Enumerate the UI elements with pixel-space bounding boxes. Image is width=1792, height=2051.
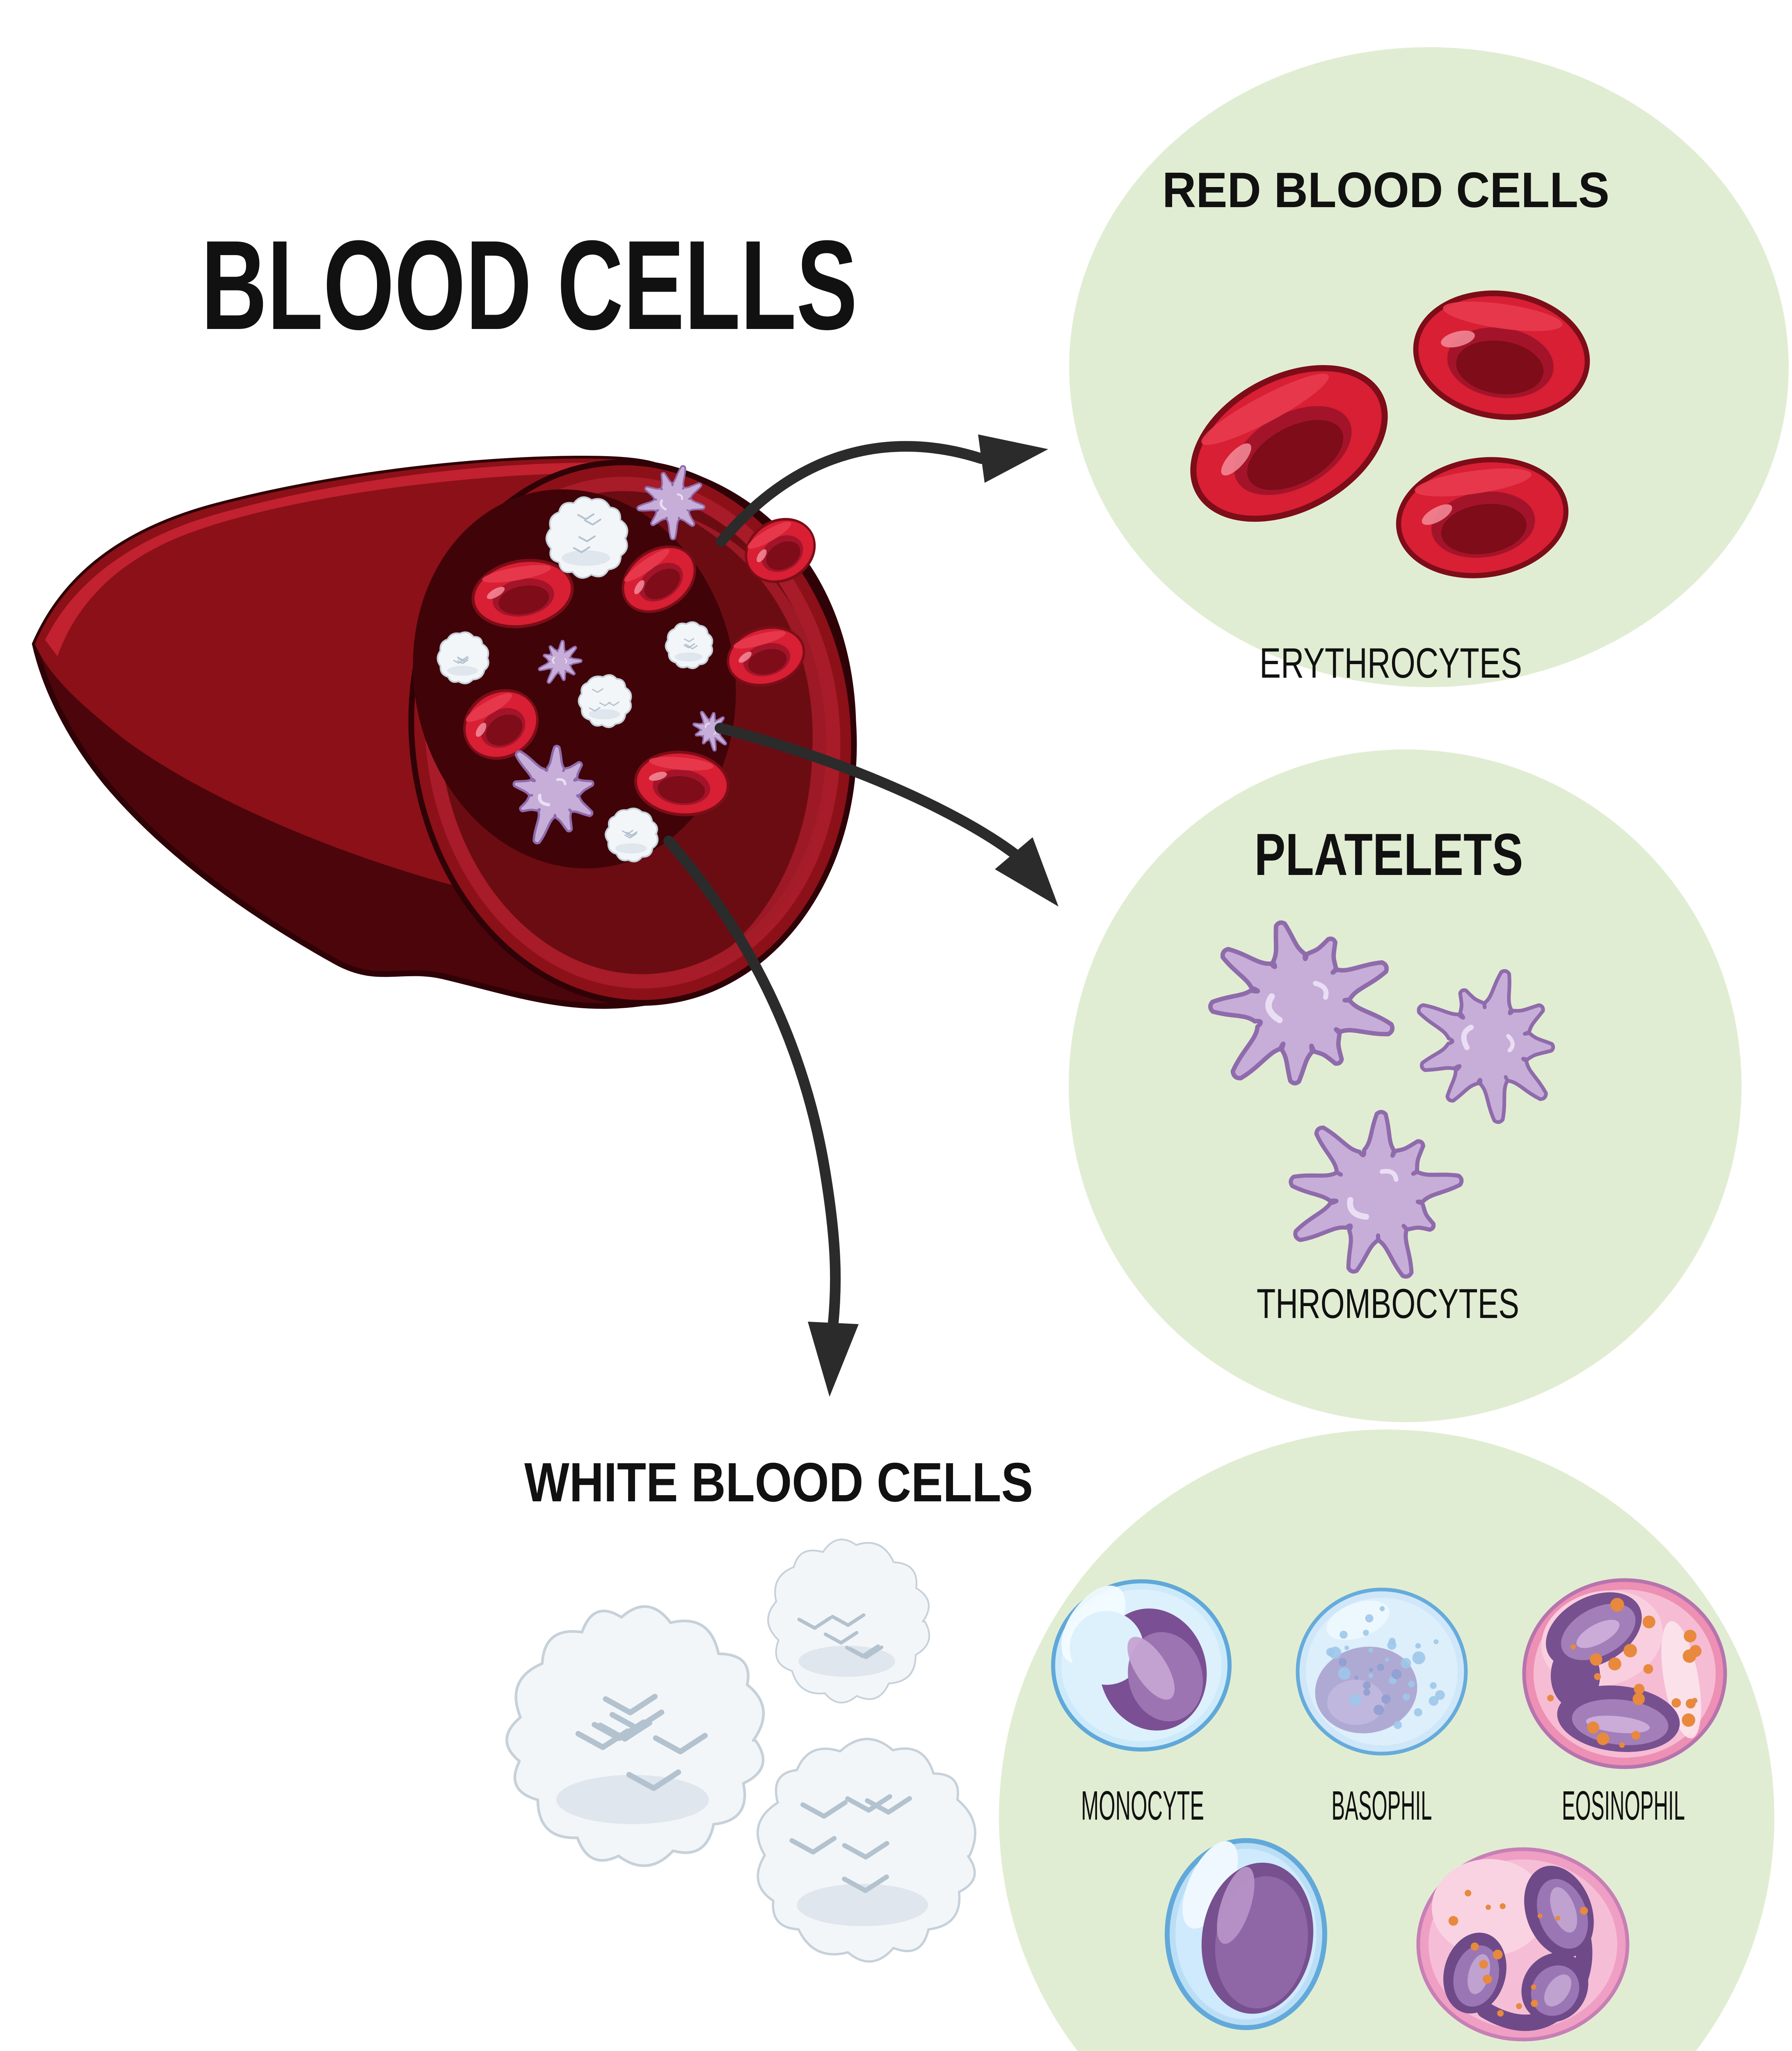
page-title: BLOOD CELLS: [201, 214, 857, 356]
wbc-types-section: MONOCYTE BASOPHIL EOSINOPHIL LYMPHOCYTES…: [999, 1430, 1774, 2051]
vessel-white-blood-cells: [437, 496, 713, 863]
blood-vessel-illustration: [32, 455, 857, 1009]
lymphocyte-illustration: [1165, 1838, 1327, 2030]
erythrocytes-caption: ERYTHROCYTES: [1259, 640, 1522, 687]
thrombocyte-illustration: [1208, 920, 1555, 1279]
rbc-heading: RED BLOOD CELLS: [1162, 162, 1609, 218]
arrow-to-platelets: [715, 723, 1058, 907]
eosinophil-label: EOSINOPHIL: [1562, 1783, 1685, 1829]
white-blood-cells-group: WHITE BLOOD CELLS: [505, 1451, 1033, 1963]
arrow-to-white-blood-cells: [663, 836, 859, 1397]
basophil-illustration: [1296, 1587, 1468, 1756]
wbc-heading: WHITE BLOOD CELLS: [524, 1451, 1033, 1513]
connector-arrows: [663, 434, 1058, 1397]
monocyte-label: MONOCYTE: [1081, 1783, 1204, 1829]
monocyte-illustration: [1051, 1579, 1232, 1752]
vessel-platelets: [512, 465, 729, 845]
red-blood-cells-section: RED BLOOD CELLS ERYTHROCYTES: [1069, 47, 1789, 687]
platelets-heading: PLATELETS: [1255, 821, 1523, 888]
basophil-label: BASOPHIL: [1332, 1783, 1432, 1829]
eosinophil-illustration: [1522, 1578, 1727, 1769]
thrombocytes-caption: THROMBOCYTES: [1257, 1280, 1519, 1327]
neutrophil-illustration: [1416, 1847, 1630, 2042]
arrow-to-red-blood-cells: [716, 434, 1048, 547]
platelets-section: PLATELETS THROMBOCYTES: [1069, 749, 1742, 1422]
platelets-circle-background: [1069, 749, 1742, 1422]
